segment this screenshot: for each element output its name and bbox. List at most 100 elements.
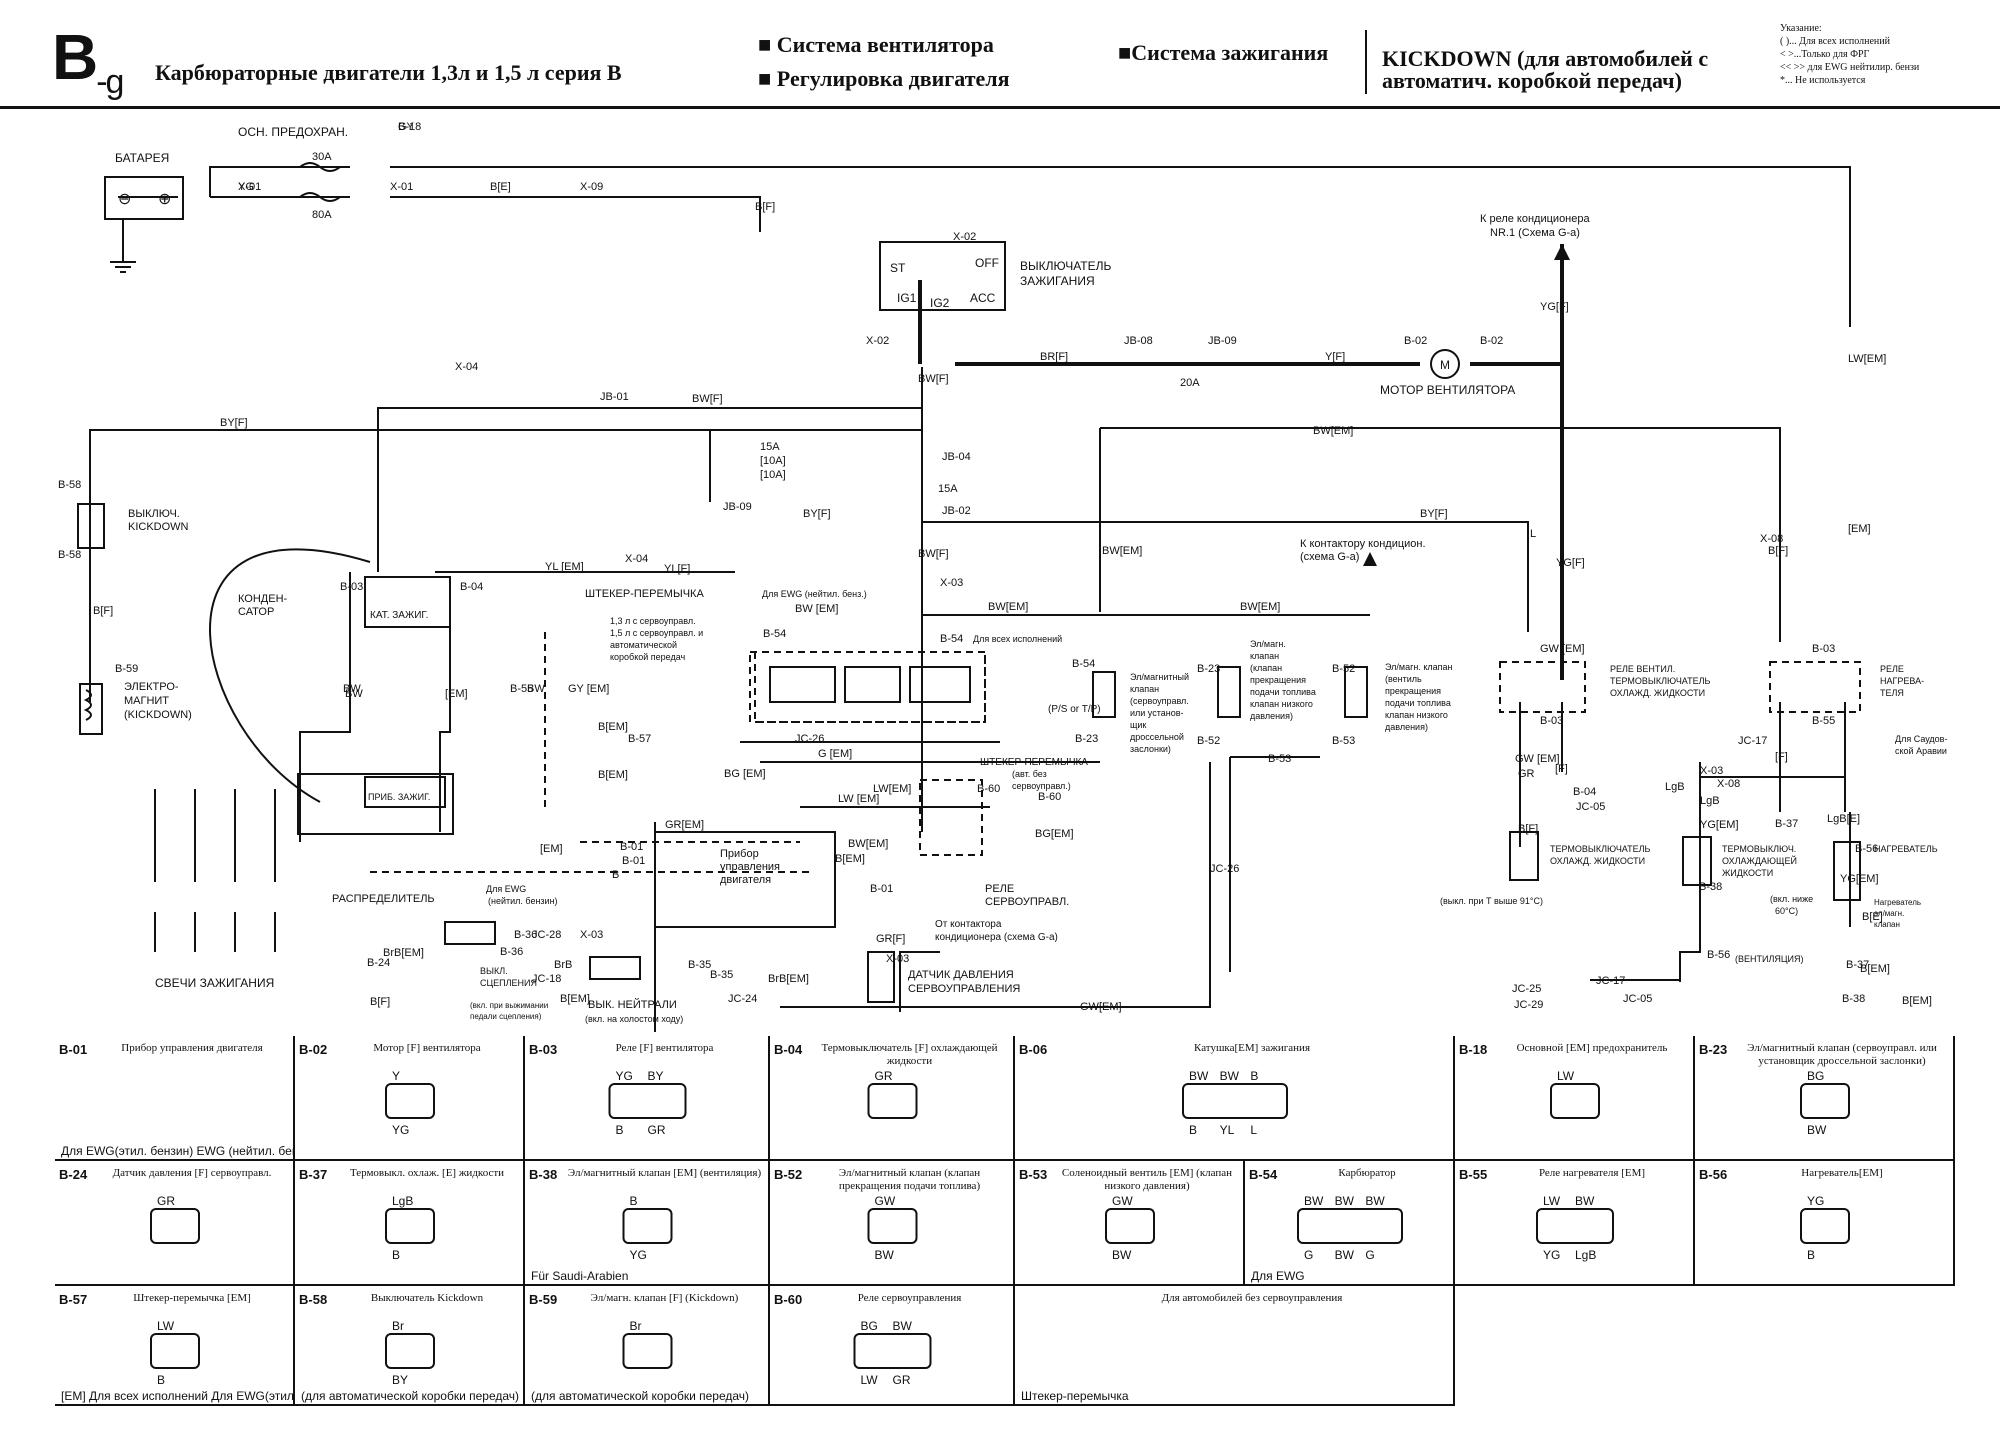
connector-name: Реле нагревателя [EM] xyxy=(1538,1167,1646,1179)
fan-relay-label: РЕЛЕ ВЕНТИЛ. xyxy=(1610,664,1675,674)
solenoid-b53-label-4: подачи топлива xyxy=(1385,698,1451,708)
system-engine-control-label: Регулировка двигателя xyxy=(776,66,1010,91)
ignition-switch[interactable]: ST OFF IG1 IG2 ACC ВЫКЛЮЧАТЕЛЬ ЗАЖИГАНИЯ xyxy=(879,241,1111,311)
connector-housing xyxy=(1536,1208,1614,1244)
page-title: Карбюраторные двигатели 1,3л и 1,5 л сер… xyxy=(155,60,622,85)
thermo-b37-label: ТЕРМОВЫКЛЮЧ. xyxy=(1722,844,1796,854)
wire-label: JB-09 xyxy=(723,501,752,513)
motor-icon: M xyxy=(1440,358,1450,372)
solenoid-b52-label-3: (клапан xyxy=(1250,663,1282,673)
connector-pin-label: LgB xyxy=(1575,1248,1596,1262)
connector-name: Реле [F] вентилятора xyxy=(615,1042,714,1054)
ps-sensor-label: ДАТЧИК ДАВЛЕНИЯ xyxy=(908,969,1014,981)
heater-relay-label-3: ТЕЛЯ xyxy=(1880,688,1904,698)
wire-label: G [EM] xyxy=(818,748,852,760)
wire-label: BY[F] xyxy=(803,508,831,520)
connector-note: Для EWG(этил. бензин) EWG (нейтил. бенз.… xyxy=(61,1144,295,1158)
connector-pin-label: Br xyxy=(392,1319,404,1333)
wire-label: X-08 xyxy=(1760,533,1783,545)
solenoid-b53-label-6: давления) xyxy=(1385,722,1428,732)
connector-pin-label: LW xyxy=(861,1373,879,1387)
connector-name: Термовыкл. охлаж. [E] жидкости xyxy=(349,1167,505,1179)
connector-housing xyxy=(608,1083,687,1119)
header-divider xyxy=(0,106,2000,109)
wire-label: B-60 xyxy=(1038,791,1061,803)
wire-label: B[F] xyxy=(1518,823,1538,835)
connector-pin-label: LgB xyxy=(392,1194,413,1208)
wire-label: B-53 xyxy=(1268,753,1291,765)
wire-label: B-58 xyxy=(58,549,81,561)
connector-pin-label: BW xyxy=(1575,1194,1595,1208)
connector-name: Мотор [F] вентилятора xyxy=(373,1042,481,1054)
wire-label: B-37 xyxy=(1775,818,1798,830)
ps-pressure-sensor: ДАТЧИК ДАВЛЕНИЯ СЕРВОУПРАВЛЕНИЯ xyxy=(867,951,1020,1003)
wiring-schematic: БАТАРЕЯ ⊖ ⊕ ОСН. ПРЕДОХРАН. ST OFF IG1 I… xyxy=(58,121,1947,1032)
solenoid-b53: Эл/магн. клапан (вентиль прекращения под… xyxy=(1344,662,1453,732)
wire-label: B-36 xyxy=(514,929,537,941)
solenoid-b53-label-2: (вентиль xyxy=(1385,674,1422,684)
wire-label: B-18 xyxy=(398,121,421,133)
connector-pin-label: BW xyxy=(1365,1194,1385,1208)
page-code-sub: -g xyxy=(96,62,124,101)
wire-label: YL[F] xyxy=(664,563,690,575)
ps-sensor-label-2: СЕРВОУПРАВЛЕНИЯ xyxy=(908,983,1020,995)
ac-contactor-label: К контактору кондицион. xyxy=(1300,538,1426,550)
connector-pin-label: YG xyxy=(1807,1194,1824,1208)
connector-pin-label: BY xyxy=(648,1069,664,1083)
legend-line: Указание: xyxy=(1780,23,1822,34)
connector-pin-label: GR xyxy=(893,1373,911,1387)
connector-name: Выключатель Kickdown xyxy=(370,1292,484,1304)
electromagnet-label: ЭЛЕКТРО- xyxy=(124,681,179,693)
connector-code: B-18 xyxy=(1459,1042,1488,1057)
solenoid-b52-label-2: клапан xyxy=(1250,651,1279,661)
connector-pin-label: Y xyxy=(392,1069,400,1083)
wire-label: LW[EM] xyxy=(873,783,911,795)
connector-pin-label: B xyxy=(630,1194,638,1208)
fuse-icon xyxy=(299,162,341,202)
connector-name: Карбюратор xyxy=(1338,1167,1396,1179)
wire-label: B-02 xyxy=(1480,335,1503,347)
carburetor-box xyxy=(749,651,986,723)
connector-code: B-02 xyxy=(299,1042,328,1057)
wire-distributor xyxy=(299,572,451,842)
connector-pin-label: LW xyxy=(1543,1194,1561,1208)
solenoid-b52-label-7: давления) xyxy=(1250,711,1293,721)
page-header: B-g Карбюраторные двигатели 1,3л и 1,5 л… xyxy=(0,0,2000,112)
connector-code: B-54 xyxy=(1249,1167,1278,1182)
connector-pin-label: YG xyxy=(392,1123,409,1137)
connector-name: Эл/магнитный клапан (сервоуправл. или ус… xyxy=(1747,1042,1937,1067)
jumper-no-ps-label-2: (авт. без xyxy=(1012,769,1047,779)
fan-motor-label: МОТОР ВЕНТИЛЯТОРА xyxy=(1380,383,1515,397)
wire-label: YG[EM] xyxy=(1700,819,1739,831)
neutral-label: ВЫК. НЕЙТРАЛИ xyxy=(588,998,677,1011)
wire-label: [10A] xyxy=(760,469,786,481)
wire-label: B-01 xyxy=(622,855,645,867)
wire-label: GW [EM] xyxy=(1540,643,1585,655)
wire-label: GW[EM] xyxy=(1080,1001,1122,1013)
connector-name: Основной [EM] предохранитель xyxy=(1516,1042,1668,1054)
wire-by-jb09 xyxy=(709,430,1529,632)
connector-housing xyxy=(867,1083,918,1119)
wire-heater-relay xyxy=(1700,702,1846,812)
wire-label: [F] xyxy=(1775,751,1788,763)
solenoid-b52-label-4: прекращения xyxy=(1250,675,1306,685)
wire-label: JB-08 xyxy=(1124,335,1153,347)
connector-housing xyxy=(622,1333,673,1369)
battery-plus-icon: ⊕ xyxy=(158,191,171,208)
kickdown-switch: ВЫКЛЮЧ. KICKDOWN xyxy=(77,503,189,549)
connector-housing xyxy=(385,1333,435,1369)
wire-label: B[EM] xyxy=(835,853,865,865)
wire-main-feed xyxy=(118,166,761,232)
solenoid-b52-label-6: клапан низкого xyxy=(1250,699,1313,709)
connector-pin-label: BW xyxy=(1220,1069,1240,1083)
wire-label: B[E] xyxy=(1862,911,1883,923)
